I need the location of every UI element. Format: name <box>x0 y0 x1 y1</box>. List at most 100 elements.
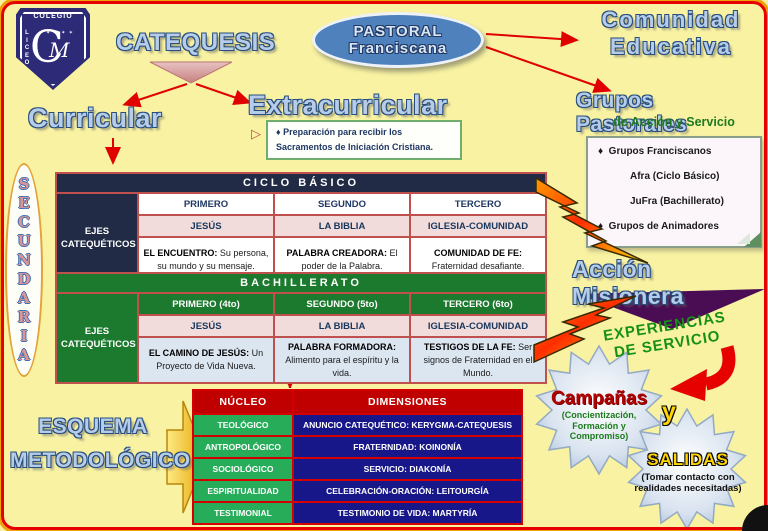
ciclo-col-primero: PRIMERO <box>137 192 275 216</box>
nucleo-dim: TESTIMONIO DE VIDA: MARTYRÍA <box>292 501 523 525</box>
logo-monogram-c: C <box>30 22 64 73</box>
ciclo-desc-2-text: El poder de la Palabra. <box>301 248 398 271</box>
arrow-to-curricular <box>122 83 188 108</box>
secundaria-letter: U <box>17 232 31 250</box>
grupos-item-1: ♦ Grupos Franciscanos <box>598 146 711 157</box>
grupos-item-3: JuFra (Bachillerato) <box>630 196 724 207</box>
secundaria-letter: A <box>18 289 30 307</box>
bach-theme-2: LA BIBLIA <box>273 314 411 338</box>
grupos-subtitle: de Acción y Servicio <box>613 115 735 129</box>
esquema-line2: METODOLÓGICO <box>10 449 191 472</box>
ciclo-desc-2-lead: PALABRA CREADORA: <box>286 248 387 258</box>
ciclo-col-tercero: TERCERO <box>409 192 547 216</box>
curricular-title: Curricular <box>28 103 163 133</box>
secundaria-letter: R <box>17 308 31 326</box>
table-row: TESTIMONIAL TESTIMONIO DE VIDA: MARTYRÍA <box>192 501 523 525</box>
secundaria-letter: D <box>17 270 31 288</box>
comunidad-educativa-title: Comunidad Educativa <box>580 6 762 60</box>
grupos-item-3-label: JuFra (Bachillerato) <box>630 196 724 207</box>
bachillerato-title: BACHILLERATO <box>54 272 548 294</box>
extracurricular-note-text: Preparación para recibir los Sacramentos… <box>276 127 434 152</box>
nucleo-cat: TESTIMONIAL <box>192 501 294 525</box>
bach-desc-1-lead: EL CAMINO DE JESÚS: <box>148 348 250 358</box>
comunidad-line2: Educativa <box>610 34 732 59</box>
panel-fold-highlight <box>737 233 750 244</box>
secundaria-letter: I <box>20 327 28 345</box>
esquema-line1: ESQUEMA <box>38 415 148 438</box>
bach-desc-2-lead: PALABRA FORMADORA: <box>288 341 396 352</box>
grupos-pastorales-title: Grupos Pastorales <box>576 89 688 136</box>
nucleo-cat: ESPIRITUALIDAD <box>192 479 294 503</box>
secundaria-letter: A <box>18 346 30 364</box>
nucleo-header: NÚCLEO <box>192 389 294 415</box>
nucleo-dim: ANUNCIO CATEQUÉTICO: KERYGMA-CATEQUESIS <box>292 413 523 437</box>
bach-desc-3-lead: TESTIGOS DE LA FE: <box>423 341 516 352</box>
ciclo-desc-3-lead: COMUNIDAD DE FE: <box>434 248 522 258</box>
secundaria-letter: S <box>18 175 30 193</box>
extracurricular-title: Extracurricular <box>248 90 448 120</box>
ciclo-theme-3: IGLESIA-COMUNIDAD <box>409 214 547 238</box>
campanas-title: Campañas <box>550 388 648 409</box>
esquema-metodologico-title: ESQUEMA METODOLÓGICO <box>10 410 191 478</box>
bach-desc-2-text: Alimento para el espíritu y la vida. <box>285 354 399 378</box>
logo-stars-icon: ✶ ✶ ✶ ✶ <box>46 30 74 36</box>
bach-col-primero: PRIMERO (4to) <box>137 292 275 316</box>
grupos-item-2: Afra (Ciclo Básico) <box>630 171 719 182</box>
nucleo-cat: ANTROPOLÓGICO <box>192 435 294 459</box>
grupos-item-2-label: Afra (Ciclo Básico) <box>630 171 720 182</box>
logo-inner-border <box>20 12 86 86</box>
bach-desc-2: PALABRA FORMADORA: Alimento para el espí… <box>273 336 411 384</box>
ciclo-row-header: EJES CATEQUÉTICOS <box>55 192 139 284</box>
bach-desc-1: EL CAMINO DE JESÚS: Un Proyecto de Vida … <box>137 336 275 384</box>
salidas-title: SALIDAS <box>647 450 729 469</box>
diamond-bullet-icon: ♦ <box>276 127 281 137</box>
pastoral-franciscana-ellipse: PASTORAL Franciscana <box>312 12 484 68</box>
bach-desc-3: TESTIGOS DE LA FE: Ser signos de Fratern… <box>408 336 548 384</box>
grupos-item-4: ♦ Grupos de Animadores <box>598 221 719 232</box>
ciclo-basico-table: CICLO BÁSICO EJES CATEQUÉTICOS PRIMERO S… <box>55 172 547 284</box>
ciclo-theme-2: LA BIBLIA <box>273 214 411 238</box>
grupos-item-4-label: Grupos de Animadores <box>608 221 719 232</box>
bachillerato-table: BACHILLERATO EJES CATEQUÉTICOS PRIMERO (… <box>54 272 548 384</box>
nucleo-dim: SERVICIO: DIAKONÍA <box>292 457 523 481</box>
bach-theme-1: JESÚS <box>137 314 275 338</box>
table-row: SOCIOLÓGICO SERVICIO: DIAKONÍA <box>192 457 523 481</box>
bach-col-segundo: SEGUNDO (5to) <box>273 292 411 316</box>
nucleo-dimensiones-table: NÚCLEO DIMENSIONES TEOLÓGICO ANUNCIO CAT… <box>192 389 523 525</box>
logo-colegio-text: COLEGIO <box>33 13 73 20</box>
page-corner-curl <box>742 505 768 531</box>
red-curved-arrow <box>704 345 736 391</box>
arrow-pastoral-to-comunidad <box>485 31 579 48</box>
ciclo-theme-1: JESÚS <box>137 214 275 238</box>
comunidad-line1: Comunidad <box>601 7 741 32</box>
bach-row-header: EJES CATEQUÉTICOS <box>55 292 139 384</box>
accion-misionera-title: Acción Misionera <box>572 256 684 309</box>
ciclo-basico-title: CICLO BÁSICO <box>55 172 547 194</box>
ciclo-desc-3-text: Fraternidad desafiante. <box>431 261 525 271</box>
campanas-subtitle: (Concientización, Formación y Compromiso… <box>561 410 637 441</box>
extracurricular-note: ♦ Preparación para recibir los Sacrament… <box>266 120 462 160</box>
secundaria-letter: C <box>18 213 30 231</box>
diamond-bullet-icon: ♦ <box>598 221 604 232</box>
arrow-to-extracurricular <box>195 83 252 105</box>
nucleo-cat: SOCIOLÓGICO <box>192 457 294 481</box>
bach-col-tercero: TERCERO (6to) <box>408 292 548 316</box>
table-row: ESPIRITUALIDAD CELEBRACIÓN-ORACIÓN: LEIT… <box>192 479 523 503</box>
secundaria-letter: E <box>18 194 30 212</box>
catequesis-title: CATEQUESIS <box>116 29 276 56</box>
pointer-triangle-icon: ▷ <box>251 126 261 141</box>
nucleo-dim: CELEBRACIÓN-ORACIÓN: LEITOURGÍA <box>292 479 523 503</box>
salidas-subtitle: (Tomar contacto con realidades necesitad… <box>634 472 742 494</box>
grupos-note-panel: ♦ Grupos Franciscanos Afra (Ciclo Básico… <box>586 136 762 248</box>
ciclo-col-segundo: SEGUNDO <box>273 192 411 216</box>
diamond-bullet-icon: ♦ <box>598 146 604 157</box>
table-row: ANTROPOLÓGICO FRATERNIDAD: KOINONÍA <box>192 435 523 459</box>
table-row: TEOLÓGICO ANUNCIO CATEQUÉTICO: KERYGMA-C… <box>192 413 523 437</box>
ciclo-desc-1-text: Su persona, su mundo y su mensaje. <box>157 248 269 271</box>
dimensiones-header: DIMENSIONES <box>292 389 523 415</box>
conjunction-y: y <box>662 398 676 426</box>
pastoral-line1: PASTORAL <box>353 23 443 40</box>
nucleo-dim: FRATERNIDAD: KOINONÍA <box>292 435 523 459</box>
